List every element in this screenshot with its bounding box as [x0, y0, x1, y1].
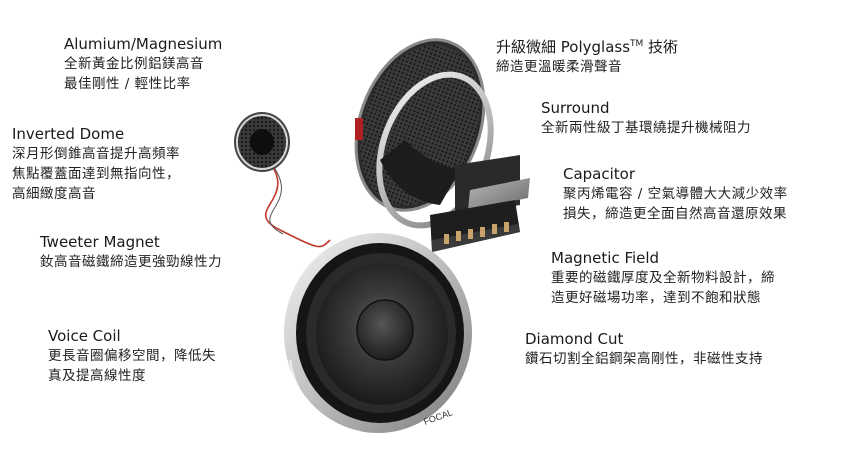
tweeter-wire — [265, 159, 331, 248]
feature-title: Capacitor — [563, 165, 636, 183]
woofer-front — [284, 233, 472, 433]
feature-polyglass: 升級微細 PolyglassTM 技術 締造更溫暖柔滑聲音 — [496, 34, 678, 77]
feature-desc: 締造更溫暖柔滑聲音 — [496, 59, 622, 75]
feature-aluminum-magnesium: Alumium/Magnesium 全新黃金比例鋁鎂高音 最佳剛性 / 輕性比率 — [64, 34, 222, 94]
tweeter — [234, 112, 290, 172]
feature-inverted-dome: Inverted Dome 深月形倒錐高音提升高頻率 焦點覆蓋面達到無指向性， … — [12, 124, 180, 204]
feature-desc: 鑽石切割全鋁鋼架高剛性，非磁性支持 — [525, 351, 763, 367]
polyglass-title-suffix: 技術 — [643, 38, 679, 56]
feature-capacitor: Capacitor 聚丙烯電容 / 空氣導體大大減少效率 損失，締造更全面自然高… — [563, 164, 788, 224]
feature-title: Surround — [541, 99, 610, 117]
feature-title: Voice Coil — [48, 327, 121, 345]
feature-title: 升級微細 PolyglassTM 技術 — [496, 34, 678, 57]
feature-title: Diamond Cut — [525, 330, 624, 348]
feature-desc: 深月形倒錐高音提升高頻率 焦點覆蓋面達到無指向性， 高細緻度高音 — [12, 146, 180, 202]
crossover-capacitor — [430, 155, 530, 252]
feature-title: Alumium/Magnesium — [64, 35, 223, 53]
feature-title: Inverted Dome — [12, 125, 125, 143]
feature-desc: 更長音圈偏移空間，降低失 真及提高線性度 — [48, 348, 216, 384]
trademark-mark: TM — [630, 39, 644, 49]
feature-desc: 全新兩性級丁基環繞提升機械阻力 — [541, 120, 751, 136]
feature-diamond-cut: Diamond Cut 鑽石切割全鋁鋼架高剛性，非磁性支持 — [525, 329, 763, 369]
feature-title: Tweeter Magnet — [40, 233, 160, 251]
feature-surround: Surround 全新兩性級丁基環繞提升機械阻力 — [541, 98, 751, 138]
feature-desc: 釹高音磁鐵締造更強勁線性力 — [40, 254, 222, 270]
feature-tweeter-magnet: Tweeter Magnet 釹高音磁鐵締造更強勁線性力 — [40, 232, 222, 272]
polyglass-title-text: 升級微細 Polyglass — [496, 38, 631, 56]
feature-title: Magnetic Field — [551, 249, 660, 267]
feature-magnetic-field: Magnetic Field 重要的磁鐵厚度及全新物料設計，締 造更好磁場功率，… — [551, 248, 775, 308]
feature-voice-coil: Voice Coil 更長音圈偏移空間，降低失 真及提高線性度 — [48, 326, 216, 386]
feature-desc: 聚丙烯電容 / 空氣導體大大減少效率 損失，締造更全面自然高音還原效果 — [563, 186, 788, 222]
feature-desc: 重要的磁鐵厚度及全新物料設計，締 造更好磁場功率，達到不飽和狀態 — [551, 270, 775, 306]
feature-desc: 全新黃金比例鋁鎂高音 最佳剛性 / 輕性比率 — [64, 56, 204, 92]
